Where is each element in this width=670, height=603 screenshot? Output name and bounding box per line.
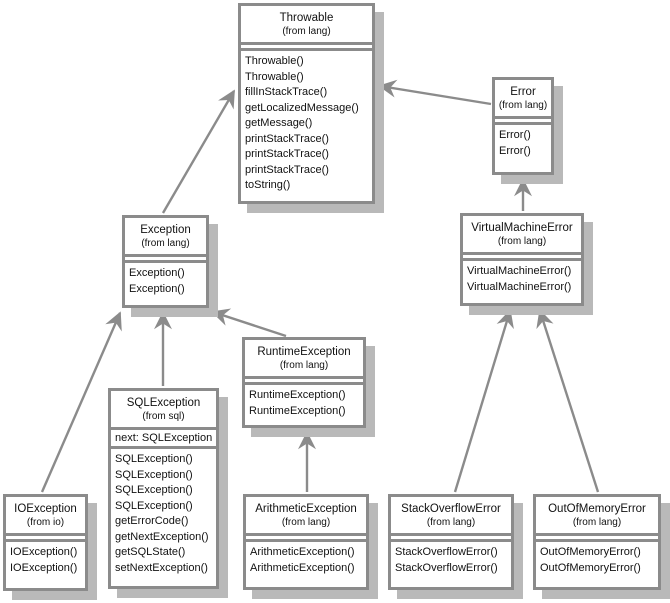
class-header: StackOverflowError (from lang)	[391, 497, 511, 536]
attributes-compartment: next: SQLException	[111, 430, 216, 449]
operation: Throwable()	[245, 70, 304, 83]
class-header: RuntimeException (from lang)	[245, 340, 363, 379]
operation: SQLException()	[115, 453, 193, 465]
class-exception[interactable]: Exception (from lang) Exception() Except…	[122, 215, 209, 308]
class-name: SQLException	[126, 397, 201, 409]
class-header: ArithmeticException (from lang)	[246, 497, 366, 536]
operation: getErrorCode()	[115, 515, 189, 527]
operation: SQLException()	[115, 484, 193, 496]
attributes-compartment	[391, 536, 511, 542]
operations-compartment: ArithmeticException() ArithmeticExceptio…	[246, 542, 366, 578]
attributes-compartment	[536, 536, 658, 542]
class-package: (from lang)	[279, 360, 329, 371]
class-name: OutOfMemoryError	[548, 503, 646, 515]
generalization-arrow-exception-to-throwable	[161, 89, 236, 214]
operation: SQLException()	[115, 499, 193, 512]
class-sql-exception[interactable]: SQLException (from sql) next: SQLExcepti…	[108, 388, 219, 589]
operation: OutOfMemoryError()	[540, 561, 641, 574]
operation: Error()	[499, 144, 531, 157]
class-error[interactable]: Error (from lang) Error() Error()	[492, 77, 554, 175]
operations-compartment: RuntimeException() RuntimeException()	[245, 385, 363, 421]
operations-compartment: VirtualMachineError() VirtualMachineErro…	[463, 261, 581, 297]
operation: StackOverflowError()	[395, 546, 498, 558]
class-stack-overflow-error[interactable]: StackOverflowError (from lang) StackOver…	[388, 494, 514, 590]
class-name: Exception	[140, 224, 191, 236]
class-virtual-machine-error[interactable]: VirtualMachineError (from lang) VirtualM…	[460, 213, 584, 306]
class-header: SQLException (from sql)	[111, 391, 216, 430]
class-name: ArithmeticException	[255, 503, 357, 515]
class-io-exception[interactable]: IOException (from io) IOException() IOEx…	[3, 494, 88, 591]
operation: ArithmeticException()	[250, 561, 355, 574]
operation: VirtualMachineError()	[467, 265, 572, 277]
operation: RuntimeException()	[249, 389, 346, 401]
operation: SQLException()	[115, 468, 193, 481]
operation: toString()	[245, 179, 291, 191]
class-package: (from lang)	[281, 517, 331, 528]
operation: setNextException()	[115, 561, 208, 574]
class-throwable[interactable]: Throwable (from lang) Throwable() Throwa…	[238, 3, 375, 204]
operations-compartment: StackOverflowError() StackOverflowError(…	[391, 542, 511, 578]
operation: Throwable()	[245, 55, 304, 67]
class-package: (from lang)	[572, 517, 622, 528]
class-name: IOException	[14, 503, 77, 515]
operation: getSQLState()	[115, 546, 186, 558]
operation: printStackTrace()	[245, 148, 329, 160]
operation: ArithmeticException()	[250, 546, 355, 558]
class-name: RuntimeException	[257, 346, 351, 358]
attributes-compartment	[246, 536, 366, 542]
operation: StackOverflowError()	[395, 561, 498, 574]
class-header: OutOfMemoryError (from lang)	[536, 497, 658, 536]
class-header: Error (from lang)	[495, 80, 551, 119]
class-header: Exception (from lang)	[125, 218, 206, 257]
operation: OutOfMemoryError()	[540, 546, 641, 558]
operation: printStackTrace()	[245, 163, 329, 176]
attribute: next: SQLException	[115, 432, 213, 444]
generalization-arrow-runtimeexception-to-exception	[211, 308, 287, 338]
operations-compartment: Exception() Exception()	[125, 263, 206, 299]
class-out-of-memory-error[interactable]: OutOfMemoryError (from lang) OutOfMemory…	[533, 494, 661, 590]
generalization-arrow-error-to-throwable	[378, 79, 492, 106]
operation: getNextException()	[115, 530, 209, 543]
attributes-compartment	[245, 379, 363, 385]
class-package: (from io)	[26, 517, 65, 528]
operations-compartment: SQLException() SQLException() SQLExcepti…	[111, 449, 216, 578]
class-package: (from lang)	[141, 238, 190, 249]
operation: IOException()	[10, 546, 78, 558]
class-name: Throwable	[279, 12, 334, 24]
attributes-compartment	[6, 536, 85, 542]
operation: Exception()	[129, 282, 185, 295]
class-package: (from lang)	[426, 517, 476, 528]
generalization-arrow-stackoverflowerror-to-virtualmachineerror	[453, 309, 514, 493]
attributes-compartment	[125, 257, 206, 263]
operations-compartment: Error() Error()	[495, 125, 551, 161]
operations-compartment: OutOfMemoryError() OutOfMemoryError()	[536, 542, 658, 578]
class-package: (from lang)	[498, 100, 548, 111]
class-package: (from lang)	[497, 236, 547, 247]
class-name: VirtualMachineError	[471, 222, 573, 234]
operations-compartment: IOException() IOException()	[6, 542, 85, 578]
operation: getMessage()	[245, 117, 313, 129]
class-package: (from lang)	[282, 26, 331, 37]
class-arithmetic-exception[interactable]: ArithmeticException (from lang) Arithmet…	[243, 494, 369, 590]
attributes-compartment	[495, 119, 551, 125]
operation: RuntimeException()	[249, 404, 346, 417]
class-name: Error	[510, 86, 536, 98]
class-header: VirtualMachineError (from lang)	[463, 216, 581, 255]
operation: VirtualMachineError()	[467, 280, 572, 293]
generalization-arrow-outofmemoryerror-to-virtualmachineerror	[536, 309, 600, 493]
class-header: IOException (from io)	[6, 497, 85, 536]
operations-compartment: Throwable() Throwable() fillInStackTrace…	[241, 51, 372, 196]
operation: Exception()	[129, 267, 185, 279]
operation: printStackTrace()	[245, 132, 329, 145]
attributes-compartment	[463, 255, 581, 261]
operation: getLocalizedMessage()	[245, 101, 359, 114]
class-package: (from sql)	[142, 411, 185, 422]
operation: Error()	[499, 129, 531, 141]
operation: fillInStackTrace()	[245, 86, 328, 98]
class-runtime-exception[interactable]: RuntimeException (from lang) RuntimeExce…	[242, 337, 366, 428]
operation: IOException()	[10, 561, 78, 574]
attributes-compartment	[241, 45, 372, 51]
class-header: Throwable (from lang)	[241, 6, 372, 45]
class-name: StackOverflowError	[401, 503, 501, 515]
